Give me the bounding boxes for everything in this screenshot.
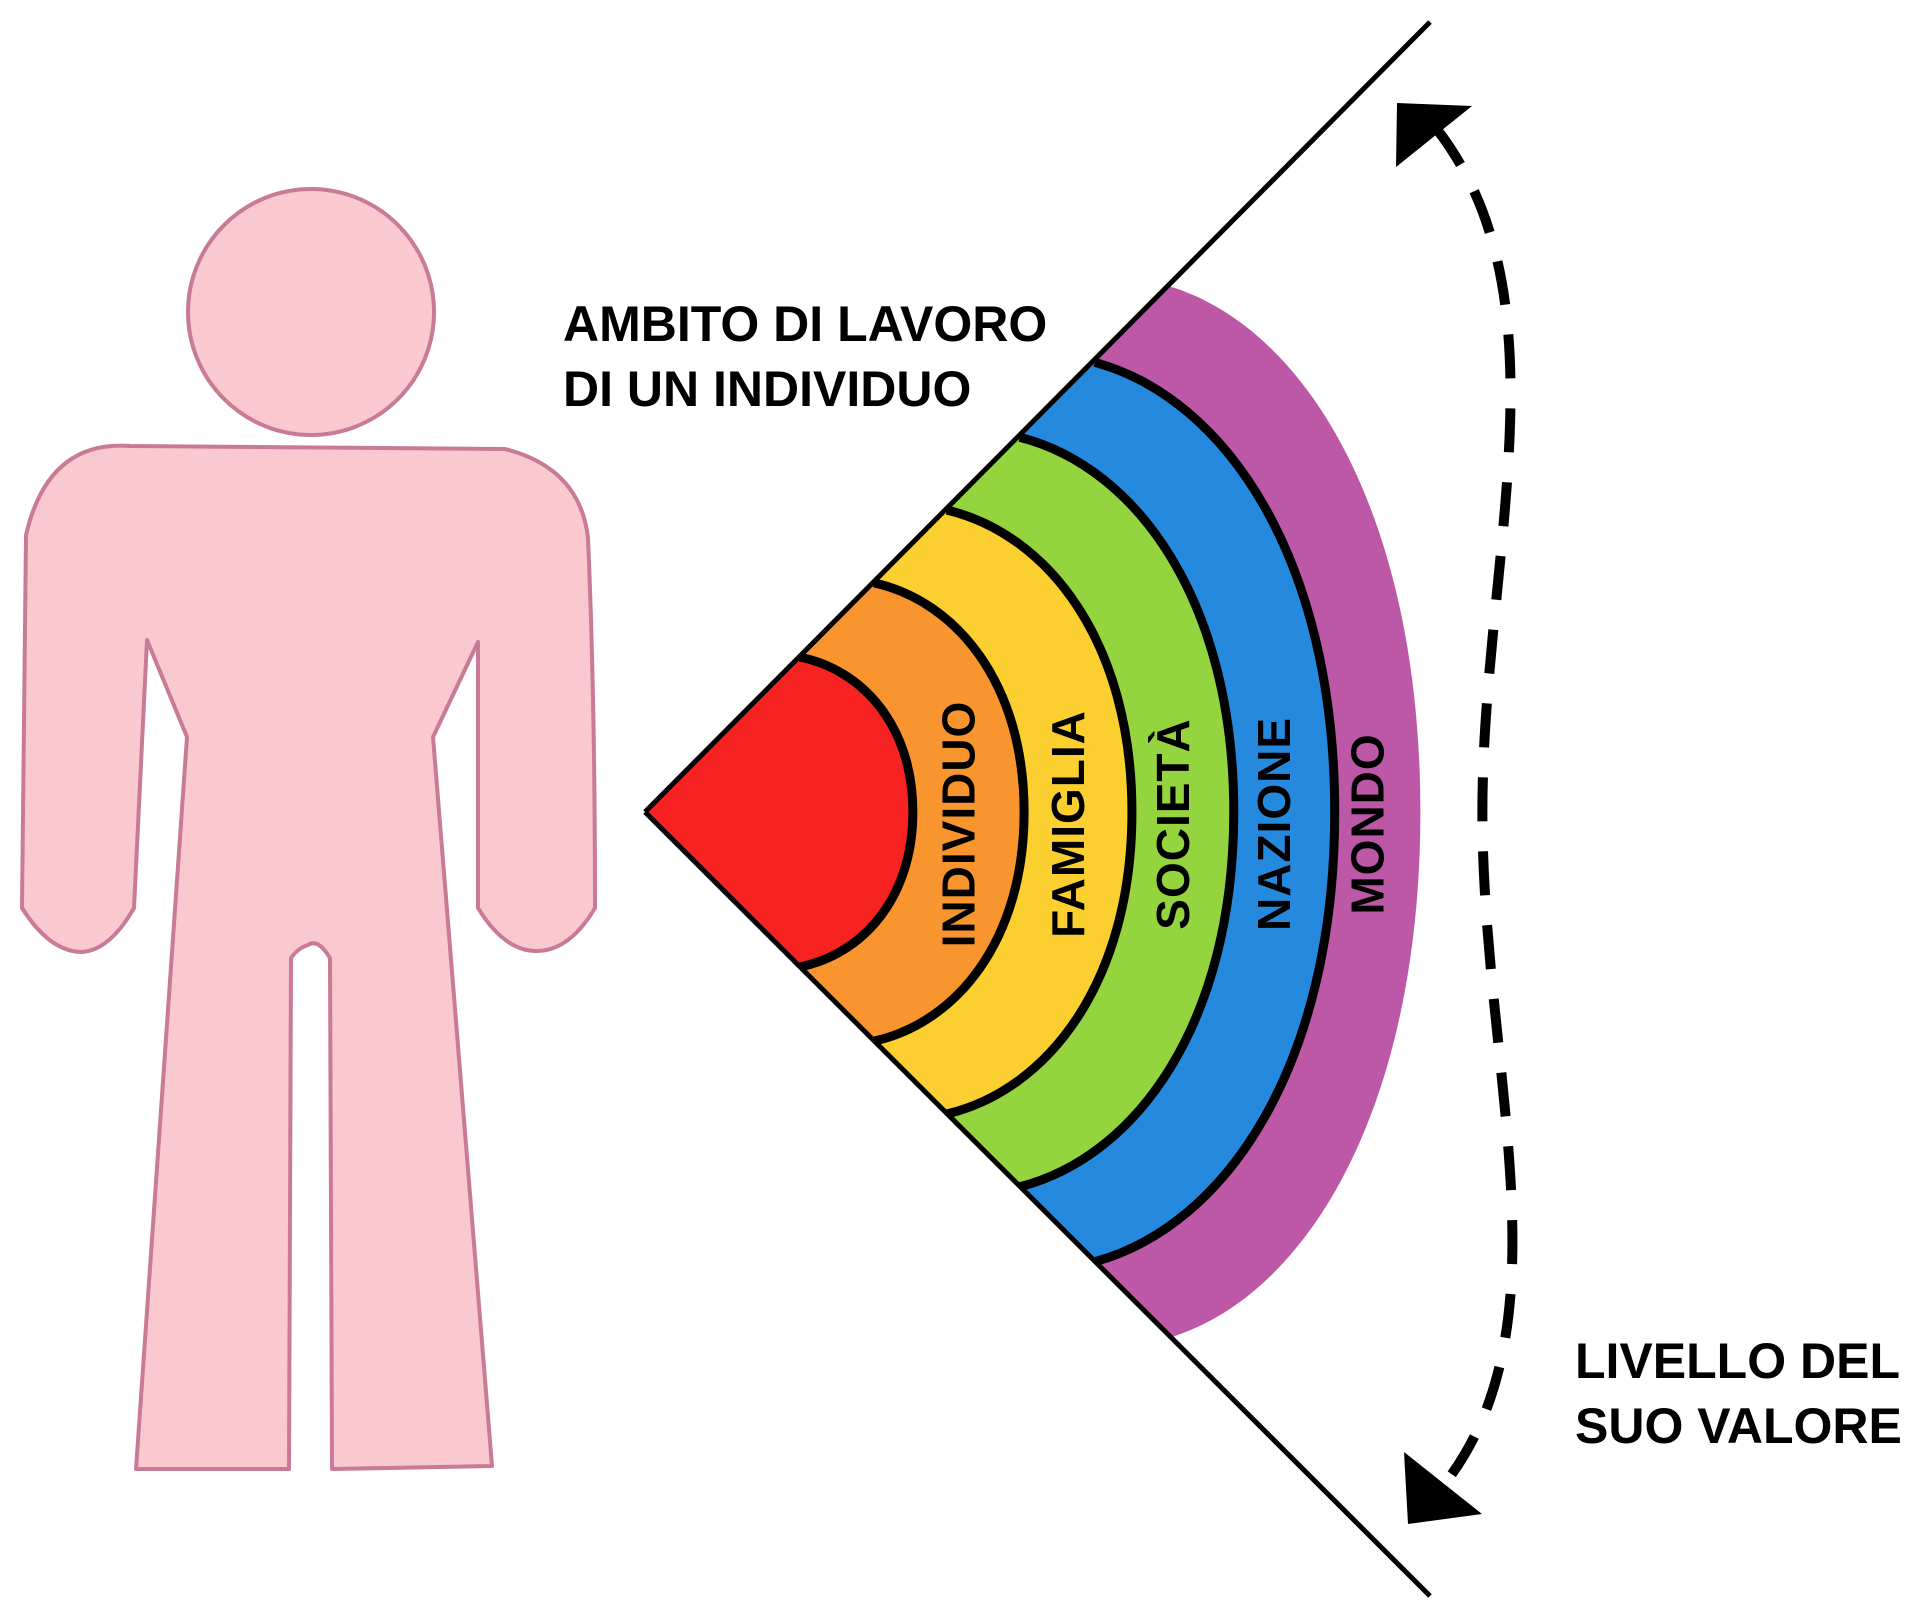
value-title-line2: SUO VALORE — [1575, 1398, 1902, 1454]
band-divider-1 — [798, 652, 918, 972]
band-societa — [946, 437, 1234, 1187]
value-arrow-dashed-arc — [1432, 124, 1518, 1486]
value-arrow-top-head-icon — [1396, 103, 1472, 167]
band-individuo — [799, 582, 1025, 1042]
band-label-mondo: MONDO — [1342, 733, 1394, 914]
person-head — [186, 187, 436, 437]
person-silhouette — [20, 187, 597, 1471]
upper-edge-line — [643, 20, 1432, 814]
scope-title-line1: AMBITO DI LAVORO — [563, 296, 1047, 352]
band-divider-3 — [945, 505, 1137, 1119]
band-divider-2 — [873, 578, 1029, 1046]
scope-title-line2: DI UN INDIVIDUO — [563, 361, 971, 417]
band-divider-4 — [1018, 432, 1239, 1192]
scope-fan: INDIVIDUO FAMIGLIA SOCIETÀ NAZIONE MONDO — [645, 286, 1421, 1338]
value-title-line1: LIVELLO DEL — [1575, 1333, 1900, 1389]
band-mondo — [1094, 286, 1421, 1338]
lower-edge-line — [643, 810, 1432, 1598]
person-body — [20, 443, 597, 1471]
band-divider-5 — [1093, 357, 1340, 1267]
band-label-societa: SOCIETÀ — [1147, 718, 1199, 929]
band-label-famiglia: FAMIGLIA — [1042, 710, 1094, 938]
band-core — [645, 657, 913, 967]
value-arrow-bottom-head-icon — [1404, 1452, 1482, 1524]
band-label-individuo: INDIVIDUO — [932, 701, 984, 948]
band-nazione — [1019, 362, 1335, 1262]
band-label-nazione: NAZIONE — [1248, 717, 1300, 931]
band-famiglia — [874, 510, 1132, 1114]
value-arrow — [1396, 103, 1518, 1524]
